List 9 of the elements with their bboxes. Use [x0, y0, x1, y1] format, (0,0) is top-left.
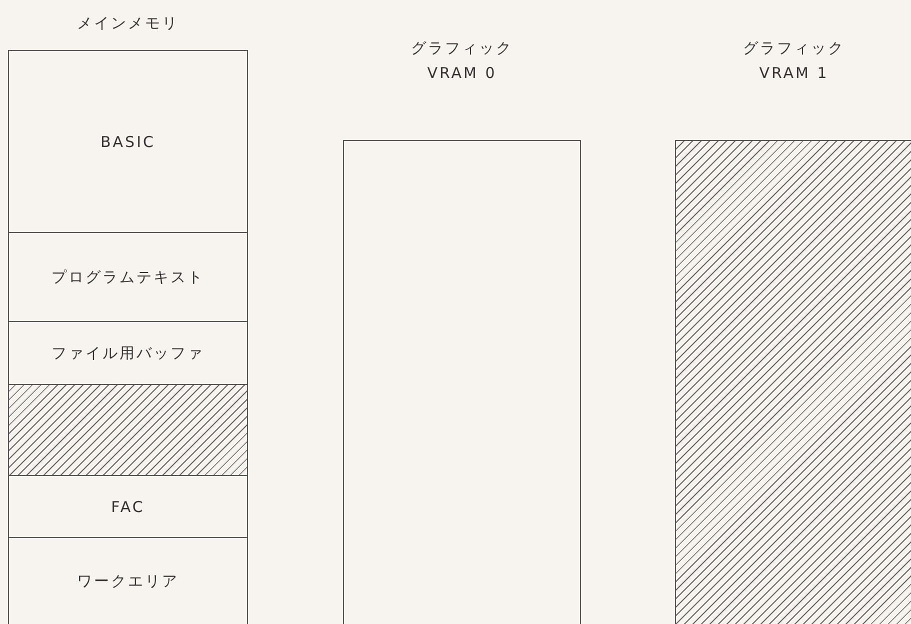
segment-label: プログラムテキスト [52, 268, 204, 286]
heading: メインメモリ [77, 13, 179, 34]
segment-label: ワークエリア [77, 572, 179, 590]
heading: グラフィック VRAM 0 [410, 38, 514, 84]
heading: グラフィック VRAM 1 [742, 38, 846, 84]
hatched-segment [9, 385, 247, 476]
segment-label: FAC [111, 498, 145, 516]
segment-label: BASIC [100, 132, 156, 150]
segment-label: ファイル用バッファ [52, 344, 204, 362]
